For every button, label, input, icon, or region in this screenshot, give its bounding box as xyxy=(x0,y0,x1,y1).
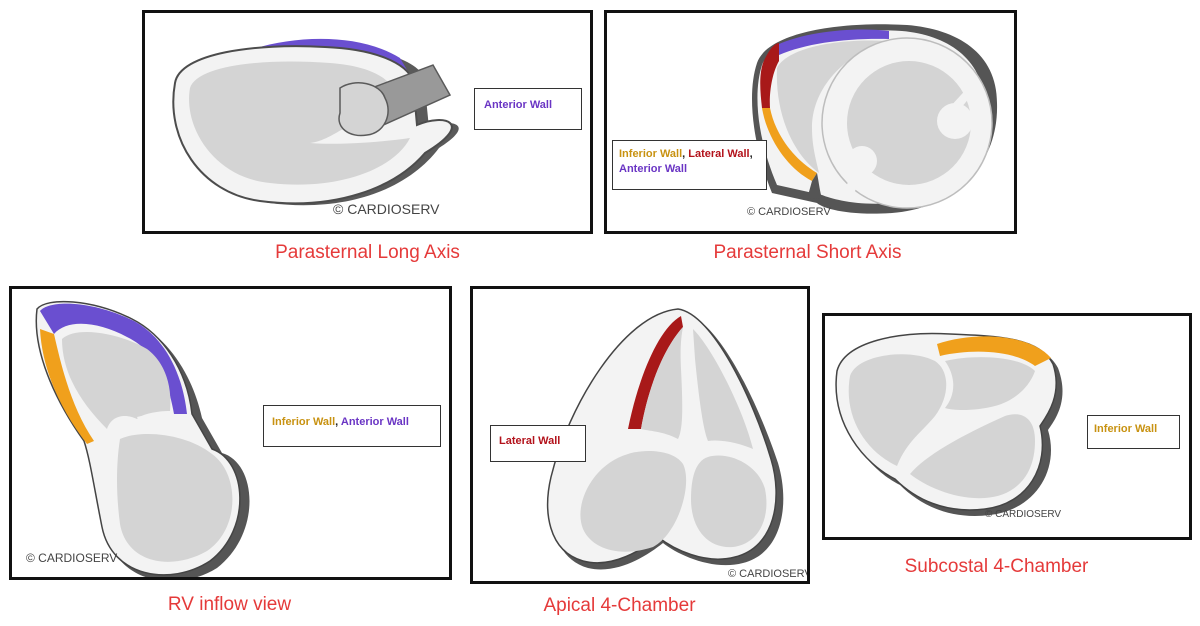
apical-4ch-rv-chamber xyxy=(693,329,753,449)
psax-lv-cavity xyxy=(847,61,971,185)
copyright-text: © CARDIOSERV xyxy=(333,201,440,217)
rv-inflow-inferior-wall-segment xyxy=(40,329,94,444)
rv-inflow-heart-illustration xyxy=(35,300,250,577)
caption-apical-4-chamber: Apical 4-Chamber xyxy=(543,595,696,616)
legend-box: Inferior Wall, Lateral Wall, Anterior Wa… xyxy=(612,140,767,190)
copyright-text: © CARDIOSERV xyxy=(26,551,118,565)
panel-subcostal-4-chamber: Inferior Wall © CARDIOSERV xyxy=(822,313,1192,540)
legend-box: Inferior Wall, Anterior Wall xyxy=(263,405,441,447)
rv-inflow-ra-chamber xyxy=(117,434,233,562)
legend-lateral-wall: Lateral Wall xyxy=(688,148,750,160)
legend-anterior-wall: Anterior Wall xyxy=(484,99,553,111)
caption-parasternal-long-axis: Parasternal Long Axis xyxy=(275,242,460,263)
caption-subcostal-4-chamber: Subcostal 4-Chamber xyxy=(904,556,1089,577)
apical-4ch-la-chamber xyxy=(580,451,687,552)
legend-anterior-wall: Anterior Wall xyxy=(619,163,688,175)
subcostal-septum xyxy=(920,408,1003,444)
legend-box: Anterior Wall xyxy=(474,88,582,130)
legend-inferior-wall: Inferior Wall xyxy=(272,416,336,428)
legend-lateral-wall: Lateral Wall xyxy=(499,435,561,447)
legend-separator: , xyxy=(749,148,753,160)
plax-aortic-root xyxy=(338,82,389,137)
subcostal-inferior-wall-segment xyxy=(937,336,1051,366)
psax-inferior-wall-segment xyxy=(762,108,817,181)
panel-rv-inflow-view: Inferior Wall, Anterior Wall © CARDIOSER… xyxy=(9,286,452,580)
subcostal-rv-chamber xyxy=(945,357,1035,411)
psax-rv-chamber xyxy=(776,40,887,173)
caption-rv-inflow-view: RV inflow view xyxy=(167,594,292,615)
copyright-text: © CARDIOSERV xyxy=(728,568,810,580)
psax-lateral-wall-segment xyxy=(760,43,779,108)
legend-inferior-wall: Inferior Wall xyxy=(619,148,683,160)
legend-box: Inferior Wall xyxy=(1087,415,1180,449)
psax-inferior-rim xyxy=(807,173,822,199)
legend-anterior-wall: Anterior Wall xyxy=(340,416,409,428)
panel-parasternal-long-axis: Anterior Wall © CARDIOSERV xyxy=(142,10,593,234)
caption-parasternal-short-axis: Parasternal Short Axis xyxy=(713,242,902,263)
psax-heart-illustration xyxy=(752,24,998,214)
subcostal-4ch-heart-illustration xyxy=(835,332,1063,516)
panel-parasternal-short-axis: Inferior Wall, Lateral Wall, Anterior Wa… xyxy=(604,10,1017,234)
plax-heart-illustration xyxy=(172,38,459,206)
copyright-text: © CARDIOSERV xyxy=(985,509,1062,520)
apical-4ch-lv-chamber xyxy=(641,327,683,439)
psax-chord-1 xyxy=(937,83,975,125)
rv-inflow-tricuspid-leaflet xyxy=(137,415,172,425)
rv-inflow-rv-chamber xyxy=(62,332,171,429)
panel-apical-4-chamber: Lateral Wall © CARDIOSERV xyxy=(470,286,810,584)
legend-separator: , xyxy=(682,148,689,160)
apical-4ch-ra-chamber xyxy=(691,455,767,548)
psax-anterior-wall-segment xyxy=(777,29,889,55)
apical-4ch-heart-illustration xyxy=(546,308,784,570)
legend-box: Lateral Wall xyxy=(490,425,586,462)
psax-chord-2 xyxy=(842,163,865,199)
apical-4ch-lateral-wall-segment xyxy=(628,316,683,429)
copyright-text: © CARDIOSERV xyxy=(747,206,831,218)
legend-inferior-wall: Inferior Wall xyxy=(1094,423,1158,435)
rv-inflow-anterior-wall-segment xyxy=(40,303,187,414)
legend-separator: , xyxy=(335,416,341,428)
subcostal-ra-chamber xyxy=(848,354,947,466)
subcostal-lv-chamber xyxy=(910,414,1035,499)
